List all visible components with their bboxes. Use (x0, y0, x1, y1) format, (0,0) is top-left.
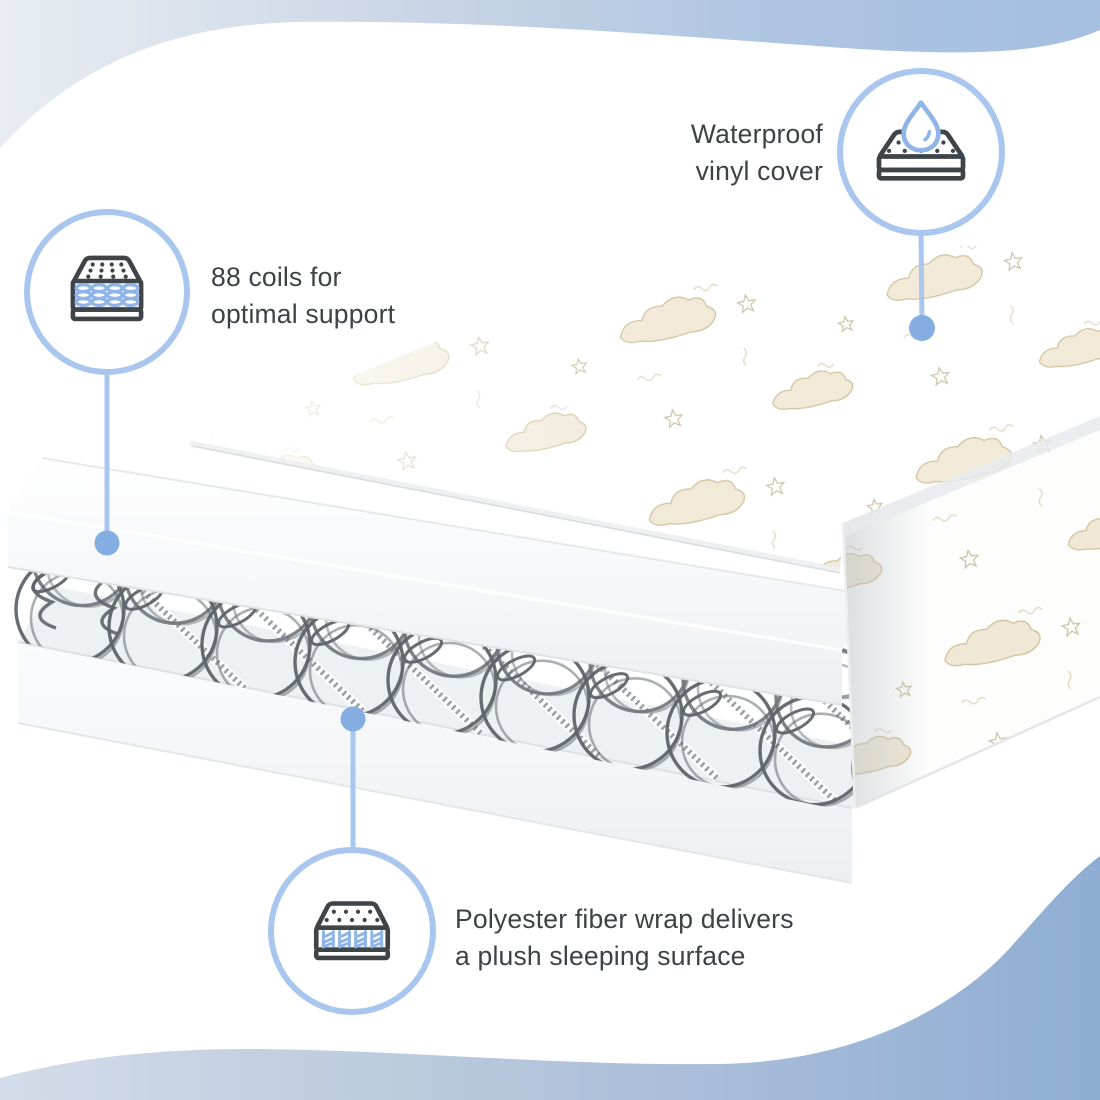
waterproof-connector-line (918, 227, 925, 331)
waterproof-callout-circle (837, 68, 1005, 236)
coil-mattress-icon (70, 255, 144, 322)
quilted-top-cover (189, 244, 1100, 574)
waterproof-mattress-icon (876, 100, 966, 181)
mattress-cutaway (7, 244, 1100, 884)
top-slab (7, 457, 877, 706)
fiber-callout-circle (268, 847, 436, 1015)
callout-dots (94, 315, 935, 732)
waterproof-target-dot (909, 315, 935, 341)
waterproof-label-line2: vinyl cover (695, 156, 823, 186)
coils-label-line2: optimal support (211, 299, 396, 329)
fiber-hatch (321, 930, 384, 949)
fiber-target-dot (340, 706, 366, 732)
top-wave (0, 0, 1100, 148)
bottom-slab-front-face (18, 642, 852, 884)
fiber-label-line2: a plush sleeping surface (455, 941, 746, 971)
fiber-label-line1: Polyester fiber wrap delivers (455, 904, 794, 934)
coils-target-dot (94, 530, 120, 556)
callout-connectors (104, 227, 925, 855)
fiber-mattress-icon (313, 901, 391, 961)
water-drop-icon (901, 100, 941, 153)
bottom-wave (0, 856, 1100, 1100)
coils-callout-circle (24, 209, 190, 375)
coils-label-line1: 88 coils for (211, 262, 342, 292)
fiber-callout-label: Polyester fiber wrap delivers a plush sl… (455, 901, 794, 975)
coils-callout-label: 88 coils for optimal support (211, 259, 395, 333)
waterproof-label-line1: Waterproof (690, 119, 823, 149)
cover-side-panel (841, 416, 1100, 810)
waterproof-callout-label: Waterproof vinyl cover (691, 116, 823, 190)
